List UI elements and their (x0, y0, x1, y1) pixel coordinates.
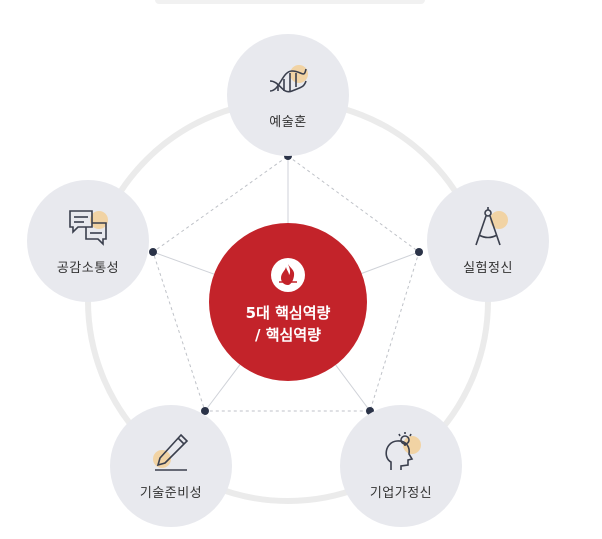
chat-bubbles-icon (66, 207, 110, 247)
node-technical: 기술준비성 (110, 405, 232, 527)
node-label: 기술준비성 (139, 485, 203, 501)
flame-emblem-icon (271, 258, 305, 292)
dna-icon (266, 61, 310, 101)
node-label: 예술혼 (269, 114, 307, 130)
junction-dot (415, 248, 423, 256)
node-label: 공감소통성 (56, 260, 120, 276)
head-lightbulb-icon (379, 431, 423, 472)
node-experiment: 실험정신 (427, 180, 549, 302)
junction-dot (149, 248, 157, 256)
top-decoration (155, 0, 425, 4)
pen-icon (149, 432, 193, 472)
center-title-line1: 5대 핵심역량 (245, 304, 331, 322)
node-label: 기업가정신 (369, 485, 433, 501)
center-title-line2: / 핵심역량 (255, 326, 321, 344)
compass-icon (466, 206, 510, 247)
center-core: 5대 핵심역량 / 핵심역량 (209, 223, 367, 381)
node-empathy: 공감소통성 (27, 180, 149, 302)
junction-dot (201, 407, 209, 415)
node-entrepreneur: 기업가정신 (340, 405, 462, 527)
node-label: 실험정신 (463, 260, 513, 276)
node-artisan: 예술혼 (227, 34, 349, 156)
